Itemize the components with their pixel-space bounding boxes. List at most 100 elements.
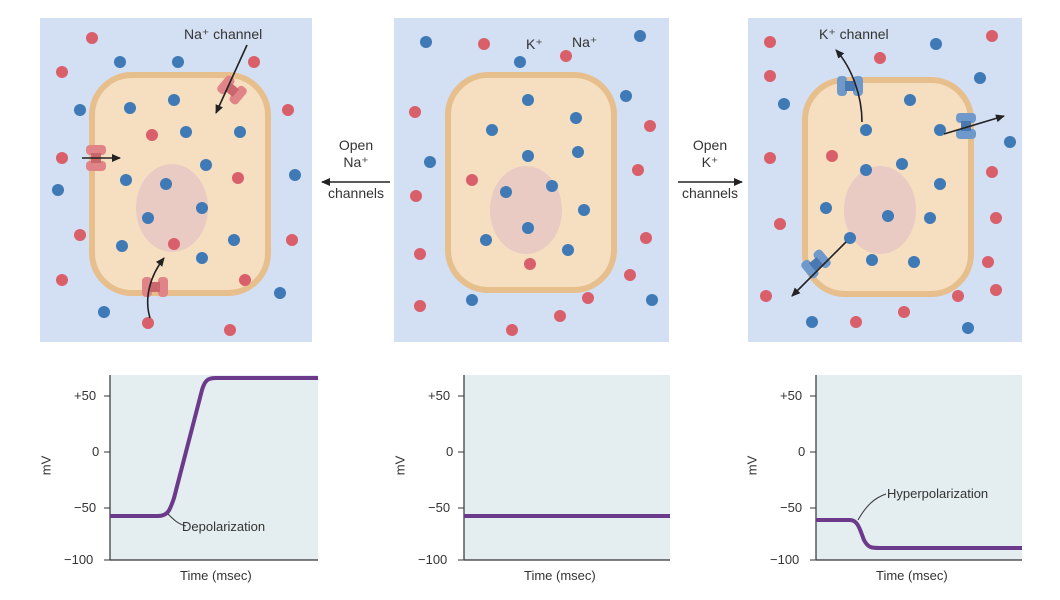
k-ion — [52, 184, 64, 196]
na-ion — [86, 32, 98, 44]
ytick-label: −50 — [428, 500, 451, 515]
na-influx-arrow — [215, 44, 248, 114]
k-ion — [114, 56, 126, 68]
na-influx-arrow — [146, 257, 165, 319]
nucleus — [136, 164, 208, 252]
k-channel — [837, 76, 863, 96]
k-ion — [74, 104, 86, 116]
k-ion — [522, 94, 534, 106]
na-ion — [56, 152, 68, 164]
na-ion — [826, 150, 838, 162]
na-ion — [560, 50, 572, 62]
na-ion — [56, 66, 68, 78]
ytick-label: −50 — [780, 500, 803, 515]
na-ion — [986, 30, 998, 42]
k-ion — [896, 158, 908, 170]
k-ion — [962, 322, 974, 334]
k-ion — [806, 316, 818, 328]
k-ion — [778, 98, 790, 110]
k-ion — [234, 126, 246, 138]
na-ion — [774, 218, 786, 230]
na-ion — [764, 70, 776, 82]
na-ion — [410, 190, 422, 202]
k-ion — [1004, 136, 1016, 148]
k-ion — [546, 180, 558, 192]
k-ion — [908, 256, 920, 268]
open-k-channels-label: Open K⁺ channels — [672, 137, 748, 202]
na-ion — [850, 316, 862, 328]
graph-depolarization — [104, 375, 318, 561]
k-ion — [620, 90, 632, 102]
ytick-label: +50 — [428, 388, 451, 403]
open-na-channels-label: Open Na⁺ channels — [318, 137, 394, 202]
k-ion — [930, 38, 942, 50]
k-ion — [196, 202, 208, 214]
na-ion — [414, 248, 426, 260]
k-ion — [289, 169, 301, 181]
na-ion — [898, 306, 910, 318]
k-ion — [522, 150, 534, 162]
ions-group — [409, 30, 658, 336]
na-ion — [466, 174, 478, 186]
x-axis-label: Time (msec) — [876, 568, 948, 583]
k-ion-label: K⁺ — [526, 36, 543, 52]
ytick-label: −100 — [418, 552, 448, 567]
na-ion — [74, 229, 86, 241]
k-ion — [522, 222, 534, 234]
k-ion — [420, 36, 432, 48]
annotation-leader — [857, 493, 887, 521]
k-ion — [904, 94, 916, 106]
na-ion — [986, 166, 998, 178]
na-ion — [146, 129, 158, 141]
na-ion — [644, 120, 656, 132]
k-ion — [466, 294, 478, 306]
k-ion — [116, 240, 128, 252]
na-ion — [232, 172, 244, 184]
ions-group — [760, 30, 1016, 334]
ytick-label: 0 — [446, 444, 454, 459]
na-ion — [582, 292, 594, 304]
na-channel — [142, 277, 168, 297]
na-ion — [760, 290, 772, 302]
x-axis-label: Time (msec) — [524, 568, 596, 583]
k-ion — [480, 234, 492, 246]
k-ion — [844, 232, 856, 244]
k-channel-label: K⁺ channel — [819, 26, 889, 42]
k-ion — [974, 72, 986, 84]
hyperpolarization-annotation: Hyperpolarization — [887, 486, 989, 501]
k-ion — [562, 244, 574, 256]
k-ion — [924, 212, 936, 224]
k-channel — [956, 113, 976, 139]
k-ion — [124, 102, 136, 114]
k-ion — [860, 164, 872, 176]
annotation-leader — [167, 513, 187, 527]
nucleus — [844, 166, 916, 254]
y-axis-label: mV — [392, 455, 408, 476]
graph-hyperpolarization — [810, 375, 1022, 561]
ytick-label: −50 — [74, 500, 97, 515]
na-channel-label: Na⁺ channel — [184, 26, 263, 42]
panel-resting-cell — [394, 18, 669, 342]
label-line: Open — [338, 137, 374, 153]
k-ion — [820, 202, 832, 214]
na-ion — [282, 104, 294, 116]
k-ion — [882, 210, 894, 222]
k-ion — [168, 94, 180, 106]
ytick-label: −100 — [64, 552, 94, 567]
k-ion — [160, 178, 172, 190]
ytick-label: 0 — [798, 444, 806, 459]
na-ion — [990, 212, 1002, 224]
na-ion — [952, 290, 964, 302]
k-ion — [578, 204, 590, 216]
k-ion — [500, 186, 512, 198]
na-ion — [414, 300, 426, 312]
k-ion — [572, 146, 584, 158]
k-ion — [180, 126, 192, 138]
ytick-label: 0 — [92, 444, 100, 459]
x-axis-label: Time (msec) — [180, 568, 252, 583]
ytick-label: +50 — [780, 388, 803, 403]
na-ion — [874, 52, 886, 64]
depolarization-trace — [110, 376, 318, 518]
k-efflux-arrow — [835, 49, 863, 123]
ytick-label: +50 — [74, 388, 97, 403]
